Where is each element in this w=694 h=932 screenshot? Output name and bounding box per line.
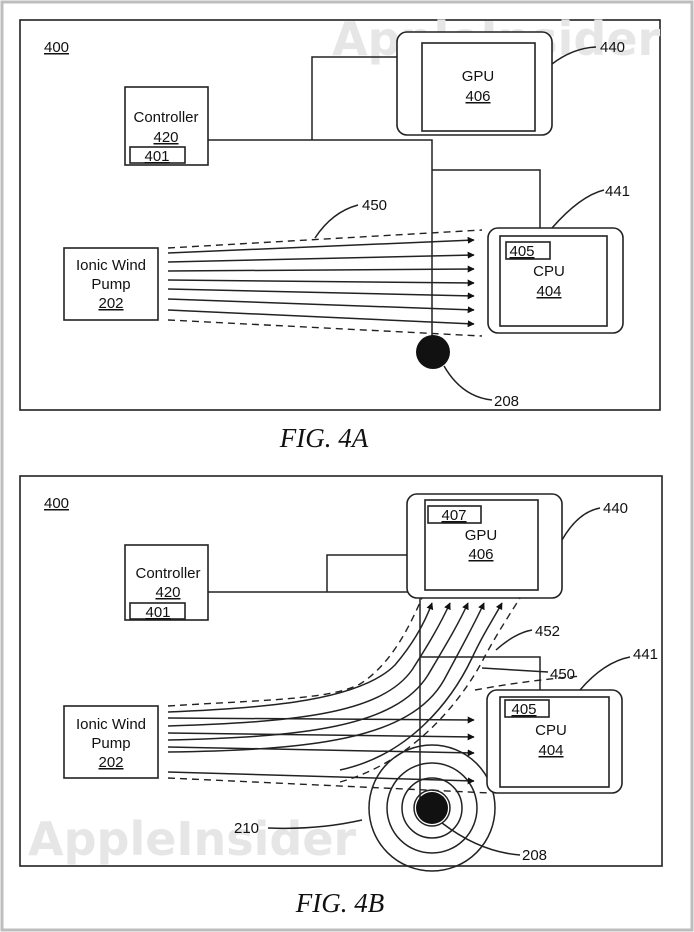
wire-controller-gpu-branch — [326, 554, 408, 592]
pump-name-line1: Ionic Wind — [76, 716, 146, 733]
leader-440 — [551, 46, 597, 65]
pump-block — [63, 705, 159, 779]
system-label-4b: 400 — [44, 495, 69, 512]
cpu-inner-block — [504, 699, 550, 718]
cpu-inner-ref: 405 — [511, 701, 536, 718]
field-ref-210: 210 — [234, 820, 259, 837]
controller-name: Controller — [135, 565, 200, 582]
gpu-ref: 406 — [468, 546, 493, 563]
airflow-arrow — [167, 265, 475, 273]
leader-208 — [443, 365, 493, 401]
pump-ref: 202 — [98, 295, 123, 312]
housing-ref-440: 440 — [603, 500, 628, 517]
gpu-inner-ref: 407 — [441, 507, 466, 524]
cpu-ref: 404 — [538, 742, 563, 759]
pump-name-line2: Pump — [91, 735, 130, 752]
field-ring — [386, 762, 478, 854]
pump-ref: 202 — [98, 754, 123, 771]
cpu-inner-ref: 405 — [509, 243, 534, 260]
leader-450 — [481, 667, 549, 673]
pump-block — [63, 247, 159, 321]
airflow-boundary-lower — [167, 777, 491, 794]
wire-controller-sensor — [208, 139, 433, 340]
figure-4a-caption: FIG. 4A — [279, 423, 369, 453]
leader-450 — [314, 204, 359, 239]
system-label-4a: 400 — [44, 39, 69, 56]
housing-ref-440: 440 — [600, 39, 625, 56]
cpu-name: CPU — [533, 263, 565, 280]
housing-ref-441: 441 — [605, 183, 630, 200]
airflow-arrow — [167, 771, 475, 785]
airflow-arrow — [167, 746, 475, 757]
airflow-ref-450: 450 — [362, 197, 387, 214]
controller-ref: 420 — [155, 584, 180, 601]
airflow-ref-450: 450 — [550, 666, 575, 683]
controller-inner-ref: 401 — [145, 604, 170, 621]
housing-ref-441: 441 — [633, 646, 658, 663]
airflow-boundary-lower — [167, 319, 483, 337]
cpu-name: CPU — [535, 722, 567, 739]
leader-440 — [561, 507, 601, 541]
gpu-name: GPU — [462, 68, 495, 85]
deflected-boundary-lower — [339, 597, 521, 783]
deflected-airflow-ref-452: 452 — [535, 623, 560, 640]
airflow-boundary-upper — [474, 675, 583, 691]
airflow-arrow — [167, 298, 475, 314]
deflected-airflow-arrow — [167, 602, 469, 741]
deflected-airflow-arrow — [339, 602, 503, 771]
deflected-airflow-arrow — [167, 602, 434, 713]
gpu-ref: 406 — [465, 88, 490, 105]
gpu-name: GPU — [465, 527, 498, 544]
airflow-boundary-upper — [167, 229, 483, 249]
sensor-ref-208: 208 — [522, 847, 547, 864]
gpu-inner-block — [427, 505, 482, 524]
field-ring — [401, 777, 463, 839]
deflected-airflow-arrow — [167, 602, 485, 753]
leader-452 — [495, 629, 533, 651]
figure-4b-frame — [19, 475, 663, 867]
controller-ref: 420 — [153, 129, 178, 146]
controller-inner-block — [129, 602, 186, 620]
airflow-arrow — [167, 309, 475, 328]
sensor-ref-208: 208 — [494, 393, 519, 410]
field-ring — [368, 744, 496, 872]
figure-4b-caption: FIG. 4B — [295, 888, 384, 918]
pump-name-line2: Pump — [91, 276, 130, 293]
sensor-208 — [416, 335, 450, 369]
gpu-block — [421, 42, 536, 132]
leader-208 — [441, 822, 521, 856]
deflected-airflow-arrow — [167, 602, 451, 727]
cpu-ref: 404 — [536, 283, 561, 300]
airflow-arrow — [167, 732, 475, 741]
controller-name: Controller — [133, 109, 198, 126]
airflow-arrow — [167, 279, 475, 287]
leader-441 — [579, 656, 631, 691]
airflow-arrow — [167, 288, 475, 300]
leader-210 — [267, 819, 363, 830]
watermark-bottom: AppleInsider — [28, 812, 357, 866]
pump-name-line1: Ionic Wind — [76, 257, 146, 274]
wire-sensor-cpu — [420, 656, 541, 700]
controller-inner-block — [129, 146, 186, 164]
wire-controller-gpu — [311, 56, 400, 140]
leader-441 — [551, 189, 605, 229]
controller-inner-ref: 401 — [144, 148, 169, 165]
deflected-boundary-upper — [167, 597, 423, 707]
figure-4a-frame — [19, 19, 661, 411]
wire-sensor-cpu — [432, 169, 541, 238]
figure-4b: AppleInsider 400 407 GPU 406 440 Control… — [19, 475, 663, 872]
airflow-arrow — [167, 251, 475, 263]
airflow-arrow — [167, 236, 475, 254]
airflow-arrow — [167, 716, 475, 724]
figure-4a: AppleInsider 400 GPU 406 440 Controller … — [19, 12, 661, 411]
cpu-inner-block — [505, 241, 551, 260]
sensor-208 — [416, 792, 448, 824]
